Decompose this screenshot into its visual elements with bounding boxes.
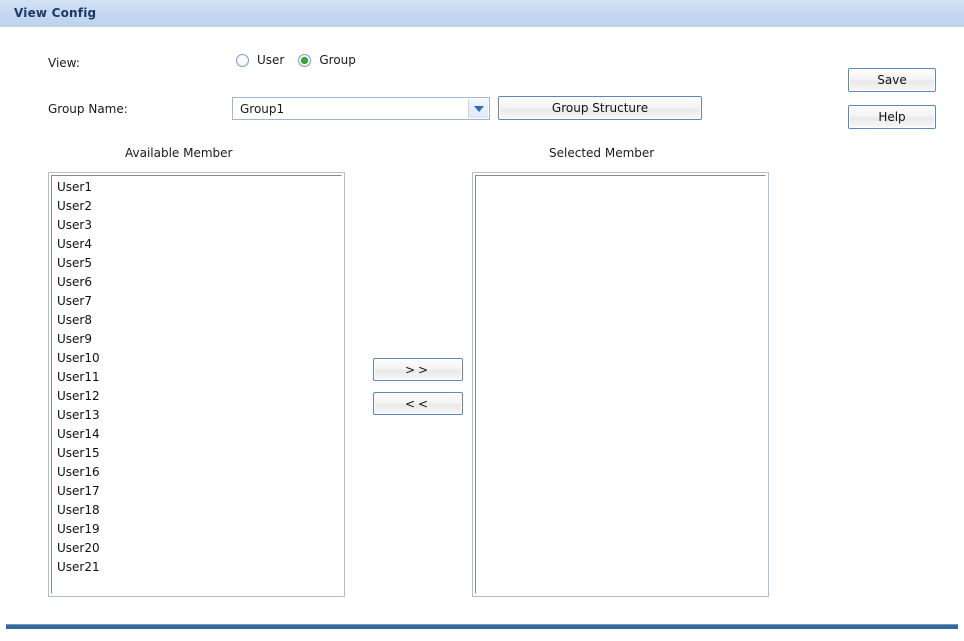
page-title: View Config (14, 6, 97, 20)
save-button[interactable]: Save (848, 68, 936, 92)
panel-header: View Config (0, 0, 964, 28)
list-item[interactable]: User16 (57, 465, 100, 479)
radio-option-group[interactable]: Group (298, 53, 356, 67)
footer-bar (6, 624, 958, 629)
radio-option-user[interactable]: User (236, 53, 284, 67)
group-name-selected-value: Group1 (240, 102, 285, 116)
move-left-button[interactable]: << (373, 392, 463, 415)
list-item[interactable]: User21 (57, 560, 100, 574)
list-item[interactable]: User7 (57, 294, 92, 308)
list-item[interactable]: User12 (57, 389, 100, 403)
group-name-label: Group Name: (48, 102, 128, 116)
list-item[interactable]: User18 (57, 503, 100, 517)
radio-user-label: User (257, 53, 285, 67)
list-item[interactable]: User10 (57, 351, 100, 365)
help-button[interactable]: Help (848, 105, 936, 129)
list-item[interactable]: User8 (57, 313, 92, 327)
list-item[interactable]: User6 (57, 275, 92, 289)
list-item[interactable]: User9 (57, 332, 92, 346)
list-item[interactable]: User19 (57, 522, 100, 536)
selected-member-list[interactable] (475, 175, 766, 594)
list-item[interactable]: User14 (57, 427, 100, 441)
group-structure-button[interactable]: Group Structure (498, 96, 702, 120)
list-item[interactable]: User1 (57, 180, 92, 194)
list-item[interactable]: User11 (57, 370, 100, 384)
move-right-button[interactable]: >> (373, 358, 463, 381)
radio-user-icon[interactable] (236, 53, 249, 67)
list-item[interactable]: User17 (57, 484, 100, 498)
chevron-down-icon[interactable] (468, 99, 488, 118)
radio-group-icon[interactable] (298, 53, 312, 67)
view-label: View: (48, 56, 80, 70)
list-item[interactable]: User15 (57, 446, 100, 460)
available-member-title: Available Member (125, 146, 233, 160)
list-item[interactable]: User4 (57, 237, 92, 251)
list-item[interactable]: User2 (57, 199, 92, 213)
list-item[interactable]: User13 (57, 408, 100, 422)
list-item[interactable]: User5 (57, 256, 92, 270)
list-item[interactable]: User20 (57, 541, 100, 555)
group-name-select[interactable]: Group1 (232, 97, 490, 120)
selected-member-title: Selected Member (549, 146, 655, 160)
selected-member-listbox[interactable] (472, 172, 769, 597)
list-item[interactable]: User3 (57, 218, 92, 232)
radio-group-label: Group (319, 53, 356, 67)
view-radio-group: User Group (236, 53, 370, 67)
